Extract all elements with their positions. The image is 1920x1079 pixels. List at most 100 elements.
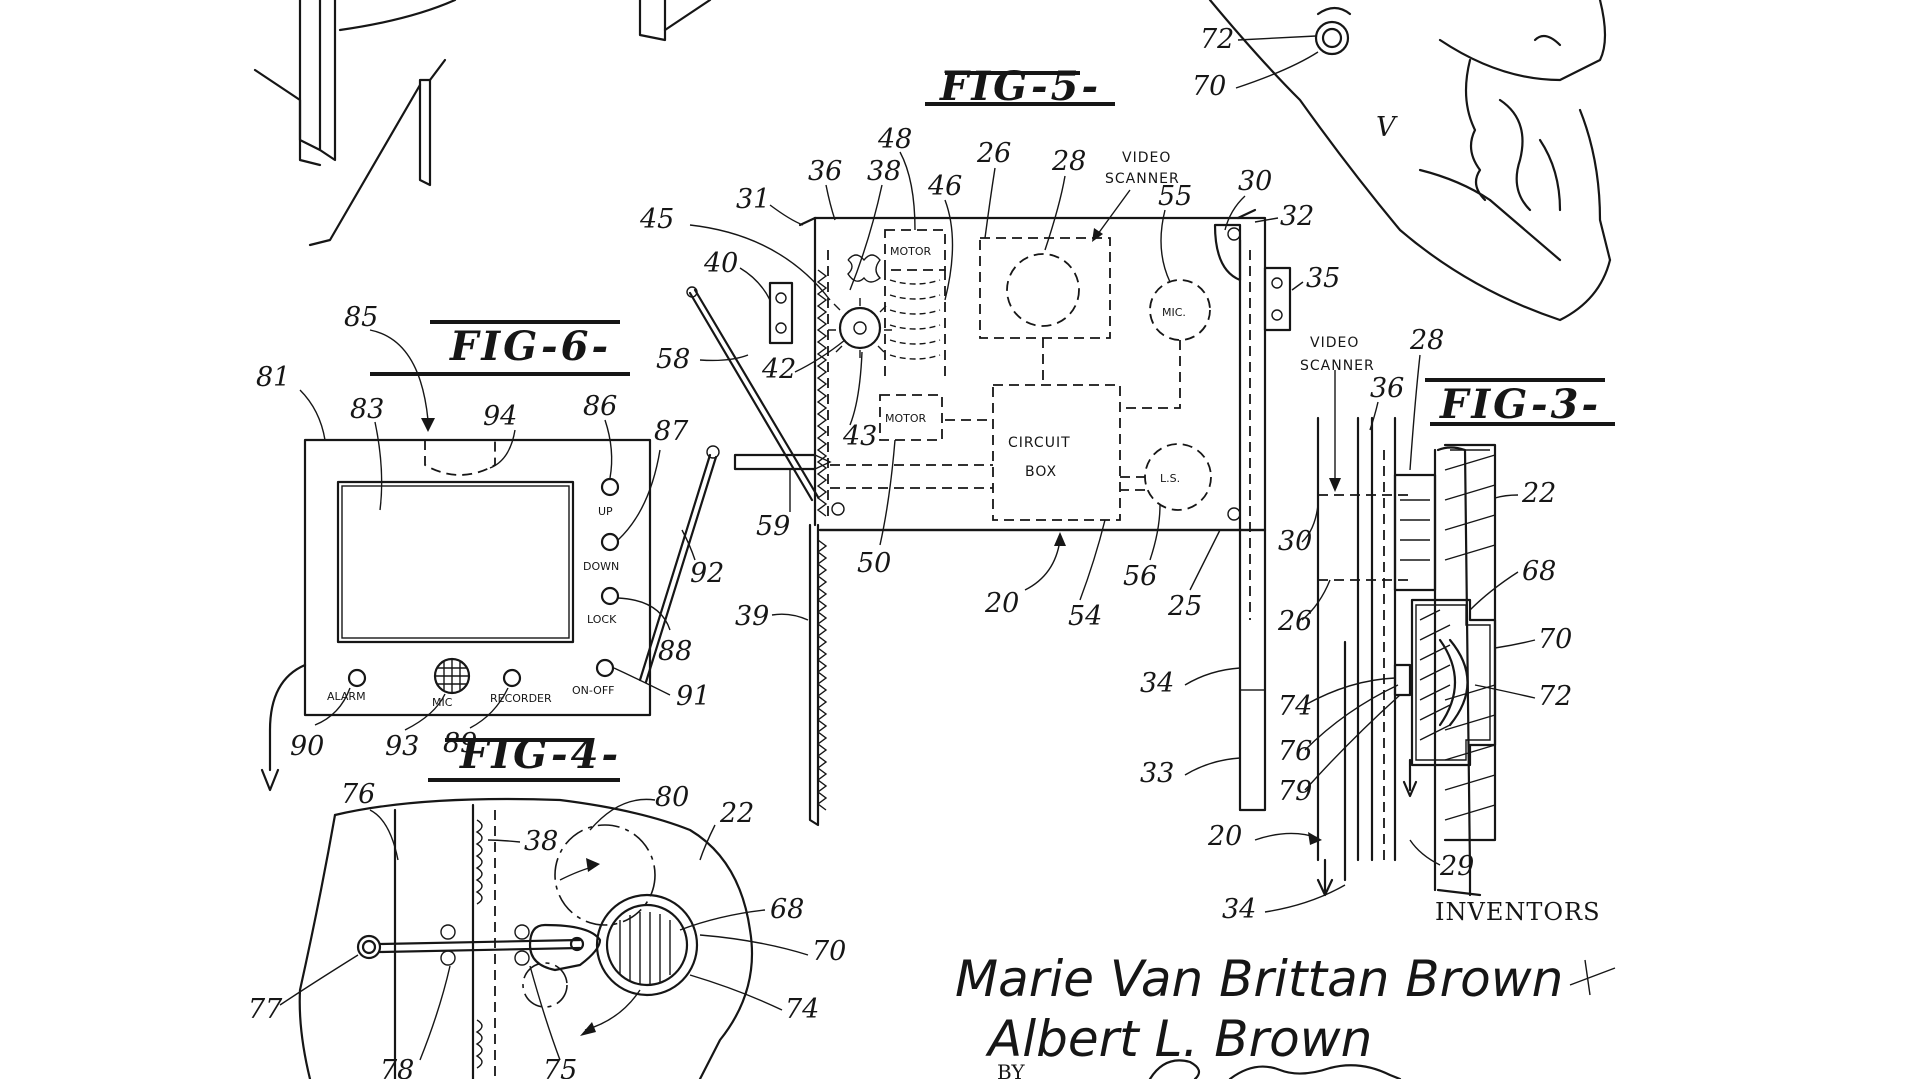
label-31: 31	[736, 184, 770, 215]
fig5-reference-numerals: 48 36 38 26 28 46 55 30 31 32 45 40 35 5…	[639, 124, 1340, 789]
fig6-title: FIG-6-	[449, 323, 611, 370]
fig5-internals: MOTOR MOTOR MIC. CIRCUIT BOX L.S. VIDEO …	[830, 150, 1212, 521]
label-39: 39	[735, 601, 769, 632]
fig5-mic: MIC.	[1162, 306, 1186, 319]
label-20-fig5: 20	[984, 588, 1019, 619]
label-30-fig3: 30	[1278, 526, 1312, 557]
label-55: 55	[1158, 181, 1192, 212]
label-92: 92	[690, 558, 724, 589]
label-72-fig3: 72	[1538, 681, 1572, 712]
label-26: 26	[976, 138, 1011, 169]
label-70-top: 70	[1192, 71, 1226, 102]
viewer-head-illustration: 72 70 V	[1192, 0, 1612, 322]
fig6-caption: FIG-6-	[370, 320, 630, 376]
fig5-video: VIDEO	[1122, 150, 1171, 166]
fig6-up: UP	[598, 505, 613, 518]
fig3-reference-numerals: 28 36 22 30 68 26 70 74 72 76 79 20 29 3…	[1207, 325, 1572, 925]
inventor-name-2: Albert L. Brown	[985, 1010, 1372, 1068]
label-46: 46	[927, 171, 962, 202]
label-85: 85	[344, 302, 378, 333]
label-22-fig3: 22	[1521, 478, 1556, 509]
fig3-section-view: VIDEO SCANNER	[1300, 335, 1497, 897]
inventors-block: INVENTORS Marie Van Brittan Brown Albert…	[955, 898, 1616, 1079]
label-33: 33	[1140, 758, 1174, 789]
label-88: 88	[658, 636, 692, 667]
fig5-circuit: CIRCUIT	[1008, 435, 1071, 451]
fig5-caption: FIG-5-	[925, 63, 1115, 110]
label-38-fig4: 38	[524, 826, 558, 857]
label-38: 38	[867, 156, 901, 187]
label-70-fig4: 70	[812, 936, 846, 967]
label-74-fig3: 74	[1278, 691, 1312, 722]
label-77: 77	[248, 994, 283, 1025]
label-68-fig3: 68	[1522, 556, 1556, 587]
fig5-box: BOX	[1025, 464, 1057, 480]
label-42: 42	[761, 354, 796, 385]
label-76-fig4: 76	[341, 779, 375, 810]
label-90: 90	[290, 731, 324, 762]
label-30: 30	[1238, 166, 1272, 197]
label-58: 58	[656, 344, 690, 375]
fig6-lock: LOCK	[587, 613, 617, 626]
fig6-down: DOWN	[583, 560, 619, 573]
fig5-housing	[686, 208, 1292, 827]
fig6-recorder: RECORDER	[490, 692, 552, 705]
label-87: 87	[654, 416, 689, 447]
door-fragment-top-left	[253, 0, 712, 247]
label-80: 80	[655, 782, 689, 813]
fig5-scanner: SCANNER	[1105, 171, 1180, 187]
label-86: 86	[583, 391, 617, 422]
fig6-reference-numerals: 85 81 83 94 86 87 92 88 91 90 93 89	[256, 302, 724, 762]
label-56: 56	[1123, 561, 1157, 592]
label-91: 91	[676, 681, 710, 712]
label-79: 79	[1278, 776, 1312, 807]
label-94: 94	[483, 401, 517, 432]
label-28: 28	[1051, 146, 1086, 177]
fig4-reference-numerals: 76 38 80 22 68 70 74 77 78 75	[248, 779, 846, 1079]
label-20-fig3: 20	[1207, 821, 1242, 852]
fig6-on-off: ON-OFF	[572, 684, 614, 697]
fig5-motor-bottom: MOTOR	[885, 412, 927, 425]
label-34-fig5: 34	[1140, 668, 1174, 699]
label-28-fig3: 28	[1409, 325, 1444, 356]
fig5-loudspeaker: L.S.	[1160, 472, 1180, 485]
label-76-fig3: 76	[1278, 736, 1312, 767]
inventors-heading: INVENTORS	[1435, 898, 1601, 926]
fig3-video: VIDEO	[1310, 335, 1359, 351]
label-25: 25	[1167, 591, 1202, 622]
label-45: 45	[639, 204, 674, 235]
label-48: 48	[877, 124, 912, 155]
label-74-fig4: 74	[785, 994, 819, 1025]
fig3-title: FIG-3-	[1439, 381, 1601, 428]
fig3-caption: FIG-3-	[1425, 378, 1615, 428]
fig6-monitor-console: UP DOWN LOCK ALARM MIC RECORDER ON-OFF	[260, 438, 720, 792]
fig4-caption: FIG-4-	[428, 731, 620, 782]
label-36: 36	[808, 156, 842, 187]
label-v: V	[1376, 112, 1398, 143]
label-43: 43	[842, 421, 877, 452]
label-29: 29	[1439, 851, 1474, 882]
fig3-scanner: SCANNER	[1300, 358, 1375, 374]
fig5-motor-top: MOTOR	[890, 245, 932, 258]
label-78: 78	[380, 1055, 414, 1079]
label-68-fig4: 68	[770, 894, 804, 925]
label-83: 83	[350, 394, 384, 425]
label-32: 32	[1280, 201, 1314, 232]
label-59: 59	[756, 511, 790, 542]
label-81: 81	[256, 362, 290, 393]
fig4-lock-detail	[298, 797, 754, 1079]
label-35: 35	[1306, 263, 1340, 294]
label-36-fig3: 36	[1370, 373, 1404, 404]
by-label: BY	[997, 1060, 1025, 1079]
label-40: 40	[703, 248, 738, 279]
label-26-fig3: 26	[1277, 606, 1312, 637]
label-72-top: 72	[1200, 24, 1234, 55]
label-50: 50	[857, 548, 891, 579]
label-34-fig3: 34	[1222, 894, 1256, 925]
label-22-fig4: 22	[719, 798, 754, 829]
inventor-name-1: Marie Van Brittan Brown	[955, 950, 1563, 1008]
label-93: 93	[385, 731, 419, 762]
label-89: 89	[443, 728, 477, 759]
label-70-fig3: 70	[1538, 624, 1572, 655]
label-54: 54	[1068, 601, 1102, 632]
